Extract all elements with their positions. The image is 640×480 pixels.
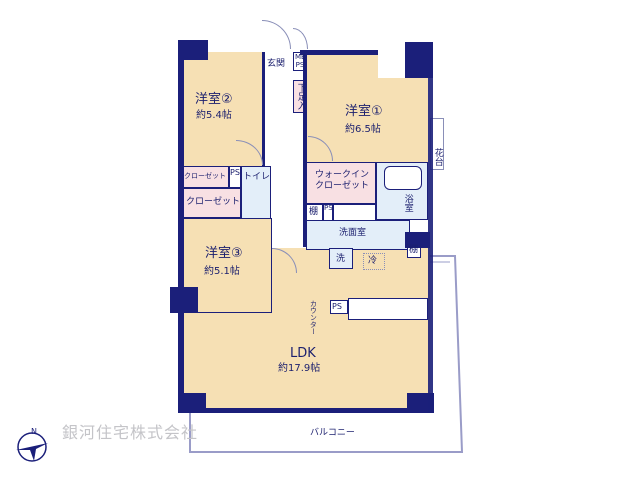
walk-in-closet (306, 162, 376, 204)
ldk-name: LDK (290, 346, 316, 361)
ps-3 (330, 300, 348, 314)
planter-label: 花台 (432, 148, 443, 166)
balcony-label: バルコニー (310, 428, 355, 438)
washroom-label: 洗面室 (339, 228, 367, 238)
room3-name: 洋室③ (205, 246, 243, 261)
toilet-label: トイレ (243, 172, 271, 182)
compass-north: N (31, 427, 37, 436)
ps1-label: PS (230, 168, 240, 177)
wic-label: ウォークイン クローゼット (314, 170, 369, 191)
closet1-label: クローゼット (184, 172, 226, 180)
washroom (306, 220, 410, 250)
closet-2 (182, 188, 241, 218)
ps-1 (229, 166, 241, 188)
washer-label: 洗 (336, 254, 346, 264)
counter-label: カウンター (309, 300, 318, 335)
compass-icon: N (16, 427, 48, 462)
room2-name: 洋室② (195, 92, 233, 107)
washer-space (329, 248, 353, 269)
ps2-label: PS (324, 204, 333, 212)
shoe-cabinet-label: 下足入 (295, 83, 306, 110)
shelf1-label: 棚 (309, 207, 319, 217)
entrance-label: 玄関 (267, 59, 286, 69)
room3-area: 約5.1帖 (204, 266, 240, 277)
bath-label: 浴室 (402, 194, 413, 212)
fridge-space (363, 253, 385, 270)
ldk-area: 約17.9帖 (278, 363, 321, 374)
ps3-label: PS (332, 302, 342, 311)
fridge-label: 冷 (368, 256, 378, 266)
room1-name: 洋室① (345, 104, 383, 119)
shelf2-label: 棚 (409, 245, 419, 255)
toilet-room (241, 166, 271, 219)
kitchen-counter (348, 298, 428, 320)
basin (333, 204, 376, 221)
company-watermark: 銀河住宅株式会社 (62, 423, 199, 442)
room2-area: 約5.4帖 (196, 110, 232, 121)
room1-area: 約6.5帖 (345, 124, 381, 135)
closet2-label: クローゼット (186, 197, 241, 207)
mbps-label: MB PS (295, 53, 306, 69)
